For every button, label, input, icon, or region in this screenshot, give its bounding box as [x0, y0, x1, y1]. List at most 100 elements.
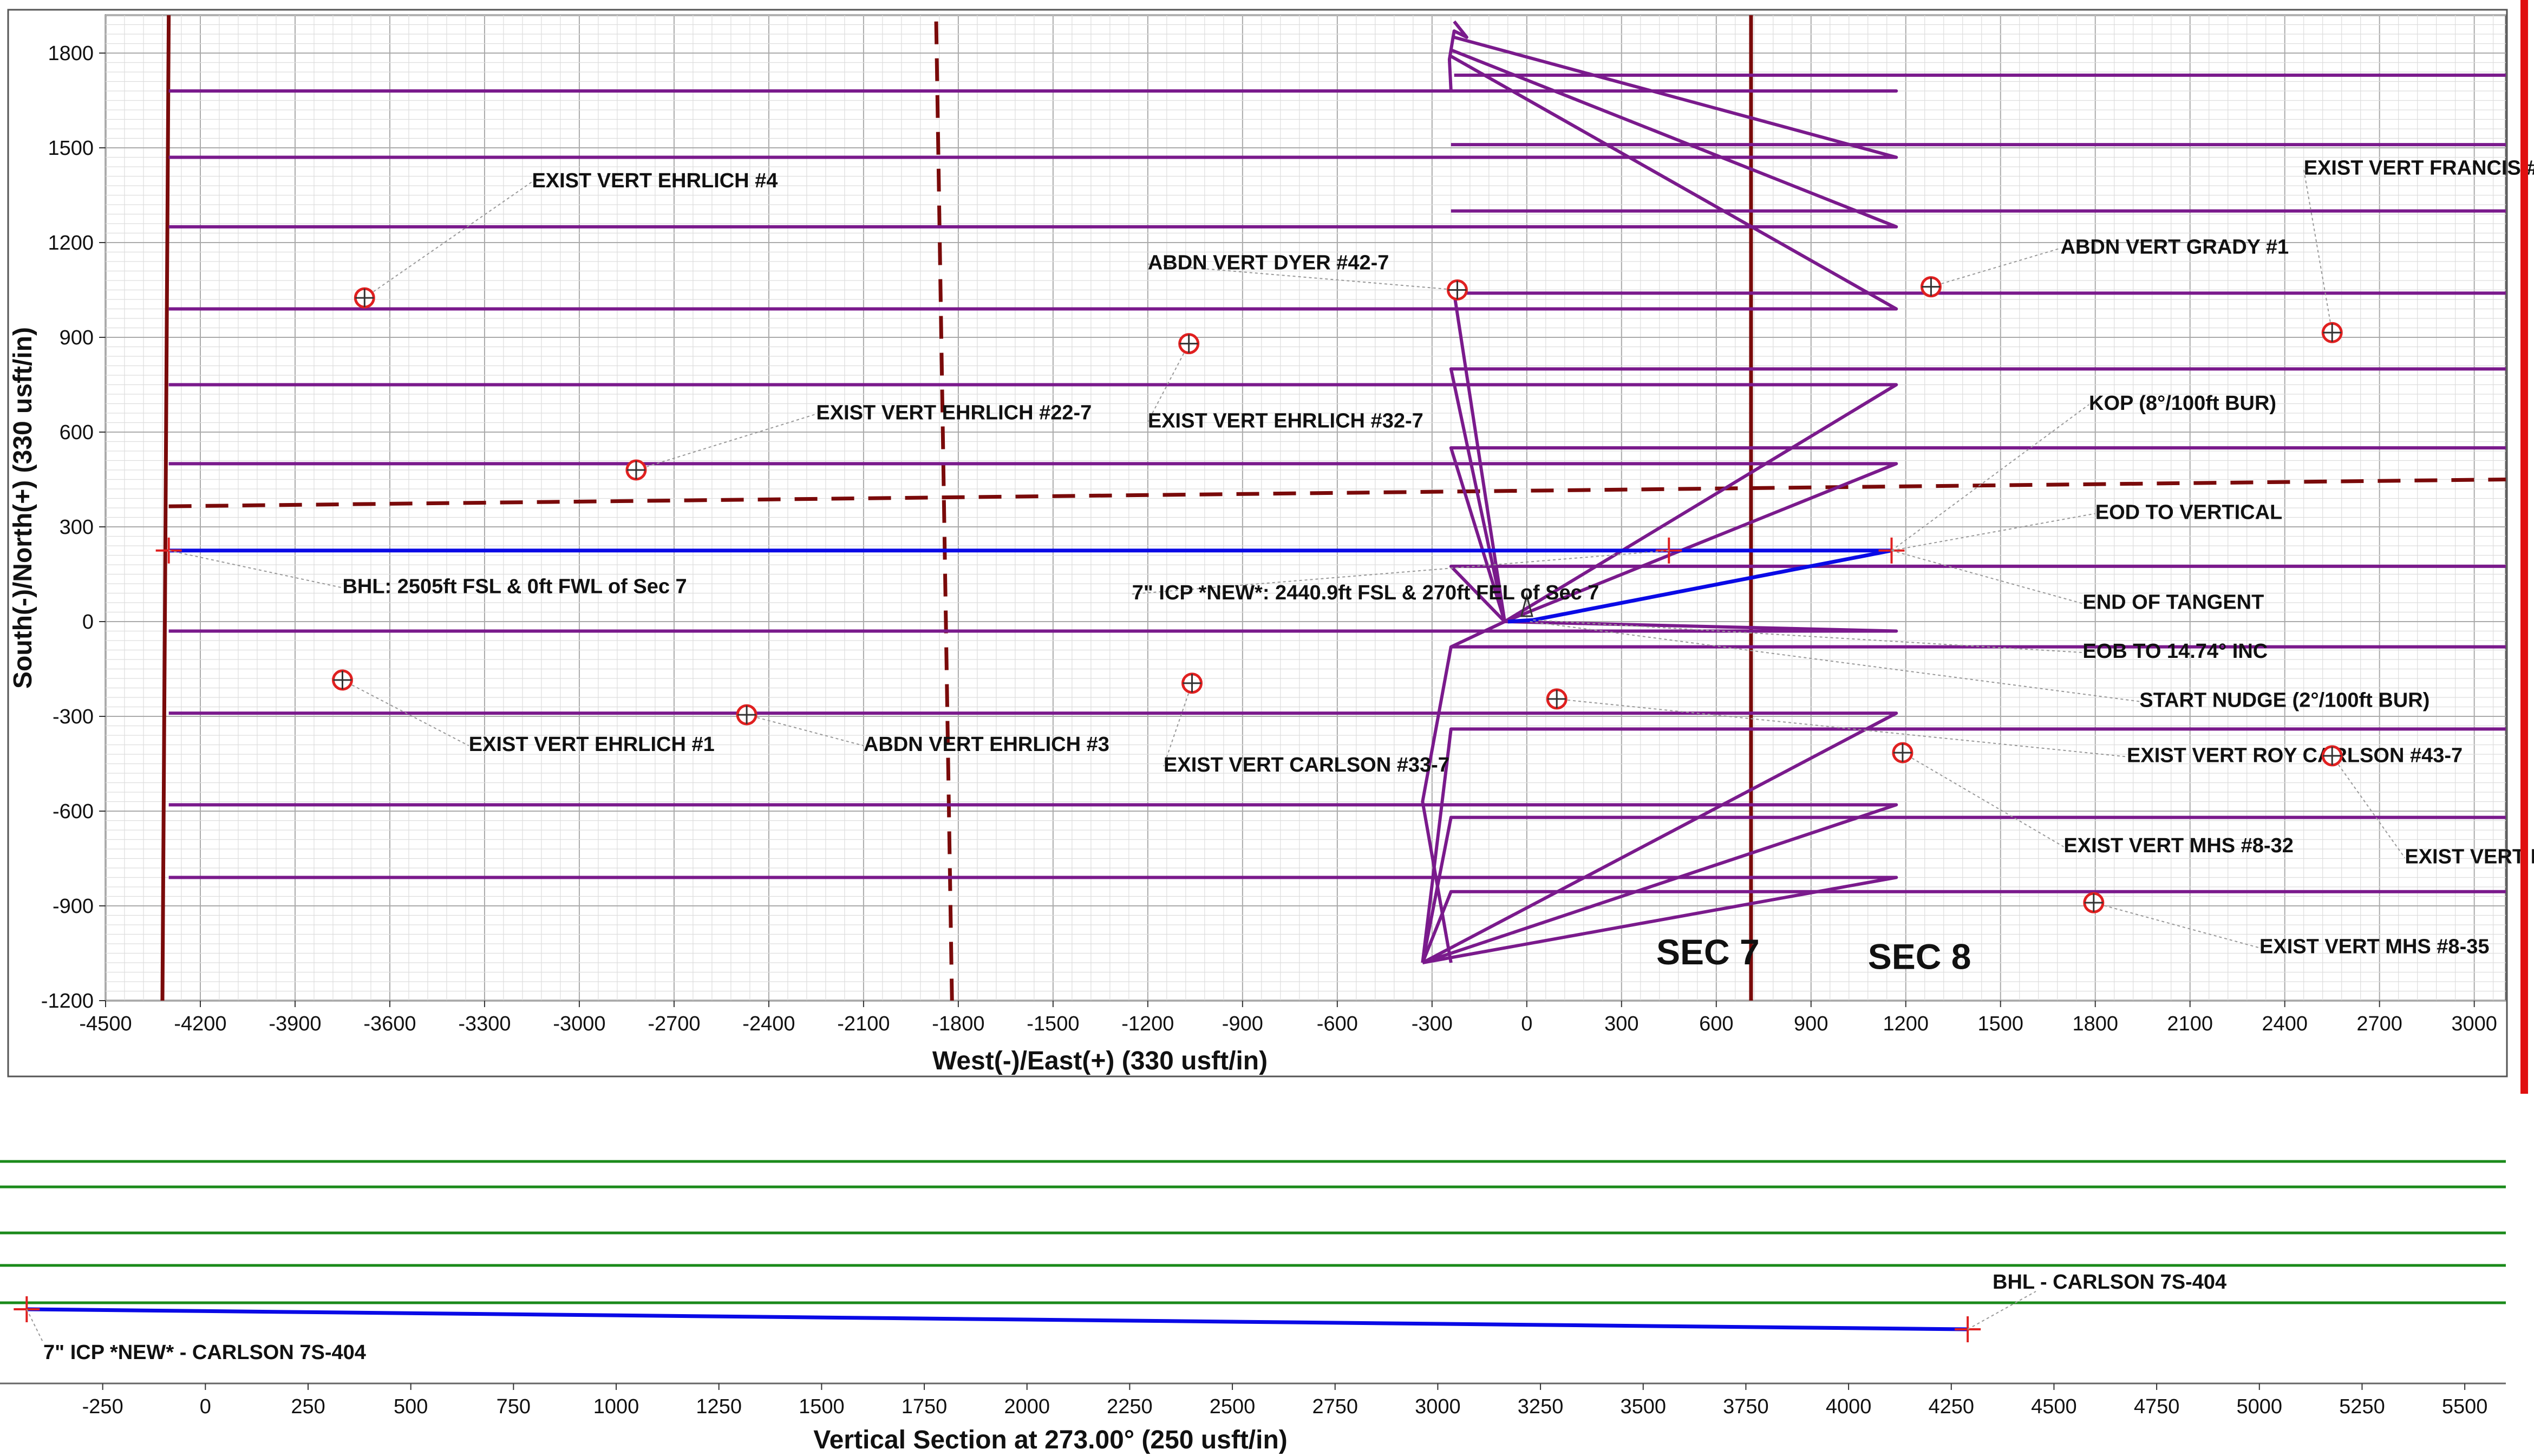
well-leader: [2303, 169, 2333, 333]
x-tick-label: 0: [1521, 1013, 1532, 1035]
vs-tick-label: 2250: [1107, 1395, 1153, 1418]
vs-tick-label: 3500: [1620, 1395, 1666, 1418]
x-tick-label: -3000: [553, 1013, 605, 1035]
offset-wellpath: [1421, 890, 2506, 964]
offset-wellpaths: [168, 20, 2506, 964]
well-leader: [2093, 902, 2260, 949]
offset-wellpath: [1421, 647, 1453, 963]
y-tick-label: 0: [82, 611, 94, 634]
vs-tick-label: 250: [291, 1395, 325, 1418]
vs-tick-label: 3750: [1723, 1395, 1769, 1418]
x-tick-label: -1200: [1121, 1013, 1174, 1035]
vs-tick-label: 1000: [593, 1395, 639, 1418]
well-label: EXIST VERT FRANCEN #23-8: [2405, 845, 2534, 868]
annotation-label: START NUDGE (2°/100ft BUR): [2139, 689, 2429, 712]
vs-tick-label: 750: [497, 1395, 531, 1418]
x-tick-label: -300: [1412, 1013, 1453, 1035]
y-tick-label: 600: [60, 421, 94, 444]
well-label: EXIST VERT CARLSON #33-7: [1164, 754, 1449, 776]
well-leader: [746, 714, 864, 747]
vs-tick-label: 1500: [799, 1395, 845, 1418]
well-label: EXIST VERT MHS #8-32: [2063, 834, 2293, 857]
well-label: ABDN VERT DYER #42-7: [1148, 252, 1389, 275]
x-tick-label: 3000: [2451, 1013, 2497, 1035]
well-label: EXIST VERT EHRLICH #22-7: [816, 402, 1092, 425]
offset-wellpath: [168, 20, 1898, 93]
x-tick-label: -1800: [932, 1013, 984, 1035]
vs-tick-label: 4500: [2031, 1395, 2077, 1418]
offset-wellpath: [1449, 564, 2506, 623]
x-tick-label: -1500: [1027, 1013, 1079, 1035]
y-tick-label: 1800: [48, 42, 94, 65]
y-tick-label: 900: [60, 327, 94, 349]
plan-view-chart: -4500-4200-3900-3600-3300-3000-2700-2400…: [7, 0, 2534, 1094]
offset-wellpath: [168, 35, 1898, 159]
x-tick-label: -2700: [648, 1013, 700, 1035]
well-label: EXIST VERT FRANCIS #22-8: [2304, 157, 2534, 180]
x-tick-label: 300: [1604, 1013, 1638, 1035]
x-tick-label: 2100: [2167, 1013, 2213, 1035]
section-label: SEC 8: [1868, 937, 1971, 977]
well-leader: [364, 181, 533, 298]
well-leader: [1147, 343, 1190, 422]
well-label: ABDN VERT GRADY #1: [2061, 236, 2289, 258]
y-tick-label: 1500: [48, 137, 94, 160]
x-tick-label: 900: [1794, 1013, 1828, 1035]
axis-ticks: -4500-4200-3900-3600-3300-3000-2700-2400…: [41, 42, 2497, 1035]
x-tick-label: -4200: [174, 1013, 226, 1035]
annotation-leader: [1891, 550, 2083, 604]
offset-wellpath: [1421, 815, 2506, 963]
x-tick-label: -3300: [458, 1013, 511, 1035]
section-line: [168, 478, 2506, 508]
y-axis-title: South(-)/North(+) (330 usft/in): [9, 327, 37, 689]
offset-wellpath: [168, 48, 1898, 228]
x-tick-label: 1500: [1977, 1013, 2023, 1035]
well-label: EXIST VERT EHRLICH #4: [532, 169, 778, 192]
vs-tick-label: 1250: [696, 1395, 742, 1418]
x-tick-label: 2400: [2262, 1013, 2308, 1035]
annotation-leader: [1891, 513, 2095, 551]
rig-icon: [1520, 592, 1533, 617]
vs-tick-label: 4000: [1826, 1395, 1872, 1418]
annotation-leader: [168, 550, 343, 589]
offset-wellpath: [168, 803, 1898, 964]
vs-tick-label: 5250: [2339, 1395, 2385, 1418]
y-tick-label: 300: [60, 516, 94, 539]
vs-annotation-label: 7" ICP *NEW* - CARLSON 7S-404: [43, 1341, 366, 1364]
well-label: EXIST VERT ROY CARLSON #43-7: [2127, 745, 2463, 767]
offset-wellpath: [168, 462, 1898, 623]
well-leader: [1557, 698, 2127, 758]
well-markers: EXIST VERT EHRLICH #4 EXIST VERT EHRLICH …: [331, 157, 2534, 958]
annotation-label: EOD TO VERTICAL: [2095, 501, 2283, 524]
offset-wellpath: [1421, 727, 2506, 963]
well-label: EXIST VERT EHRLICH #32-7: [1148, 409, 1423, 432]
y-tick-label: -300: [53, 706, 94, 728]
vs-tick-label: 2750: [1312, 1395, 1358, 1418]
annotation-label: END OF TANGENT: [2082, 591, 2264, 614]
x-tick-label: -600: [1317, 1013, 1358, 1035]
x-tick-label: 1800: [2072, 1013, 2118, 1035]
vs-tick-label: 1750: [902, 1395, 948, 1418]
x-tick-label: -3900: [269, 1013, 321, 1035]
x-tick-label: 2700: [2356, 1013, 2402, 1035]
section-line: [934, 21, 954, 1001]
section-label: SEC 7: [1656, 932, 1760, 972]
vs-tick-label: 2000: [1004, 1395, 1050, 1418]
y-tick-label: 1200: [48, 232, 94, 254]
vs-tick-label: 0: [200, 1395, 211, 1418]
vs-wellpath-line: [27, 1307, 1968, 1331]
offset-wellpath: [168, 876, 1898, 964]
well-label: ABDN VERT EHRLICH #3: [864, 733, 1109, 756]
vs-tick-label: 500: [394, 1395, 428, 1418]
section-lines: [160, 15, 2506, 1001]
offset-wellpath: [168, 383, 1898, 623]
vs-tick-label: -250: [82, 1395, 123, 1418]
well-leader: [1931, 247, 2061, 288]
vs-tick-label: 3000: [1415, 1395, 1461, 1418]
x-tick-label: -3600: [363, 1013, 416, 1035]
y-tick-label: -1200: [41, 990, 94, 1013]
annotation-label: 7" ICP *NEW*: 2440.9ft FSL & 270ft FEL o…: [1132, 582, 1599, 604]
well-label: EXIST VERT EHRLICH #1: [469, 733, 715, 756]
